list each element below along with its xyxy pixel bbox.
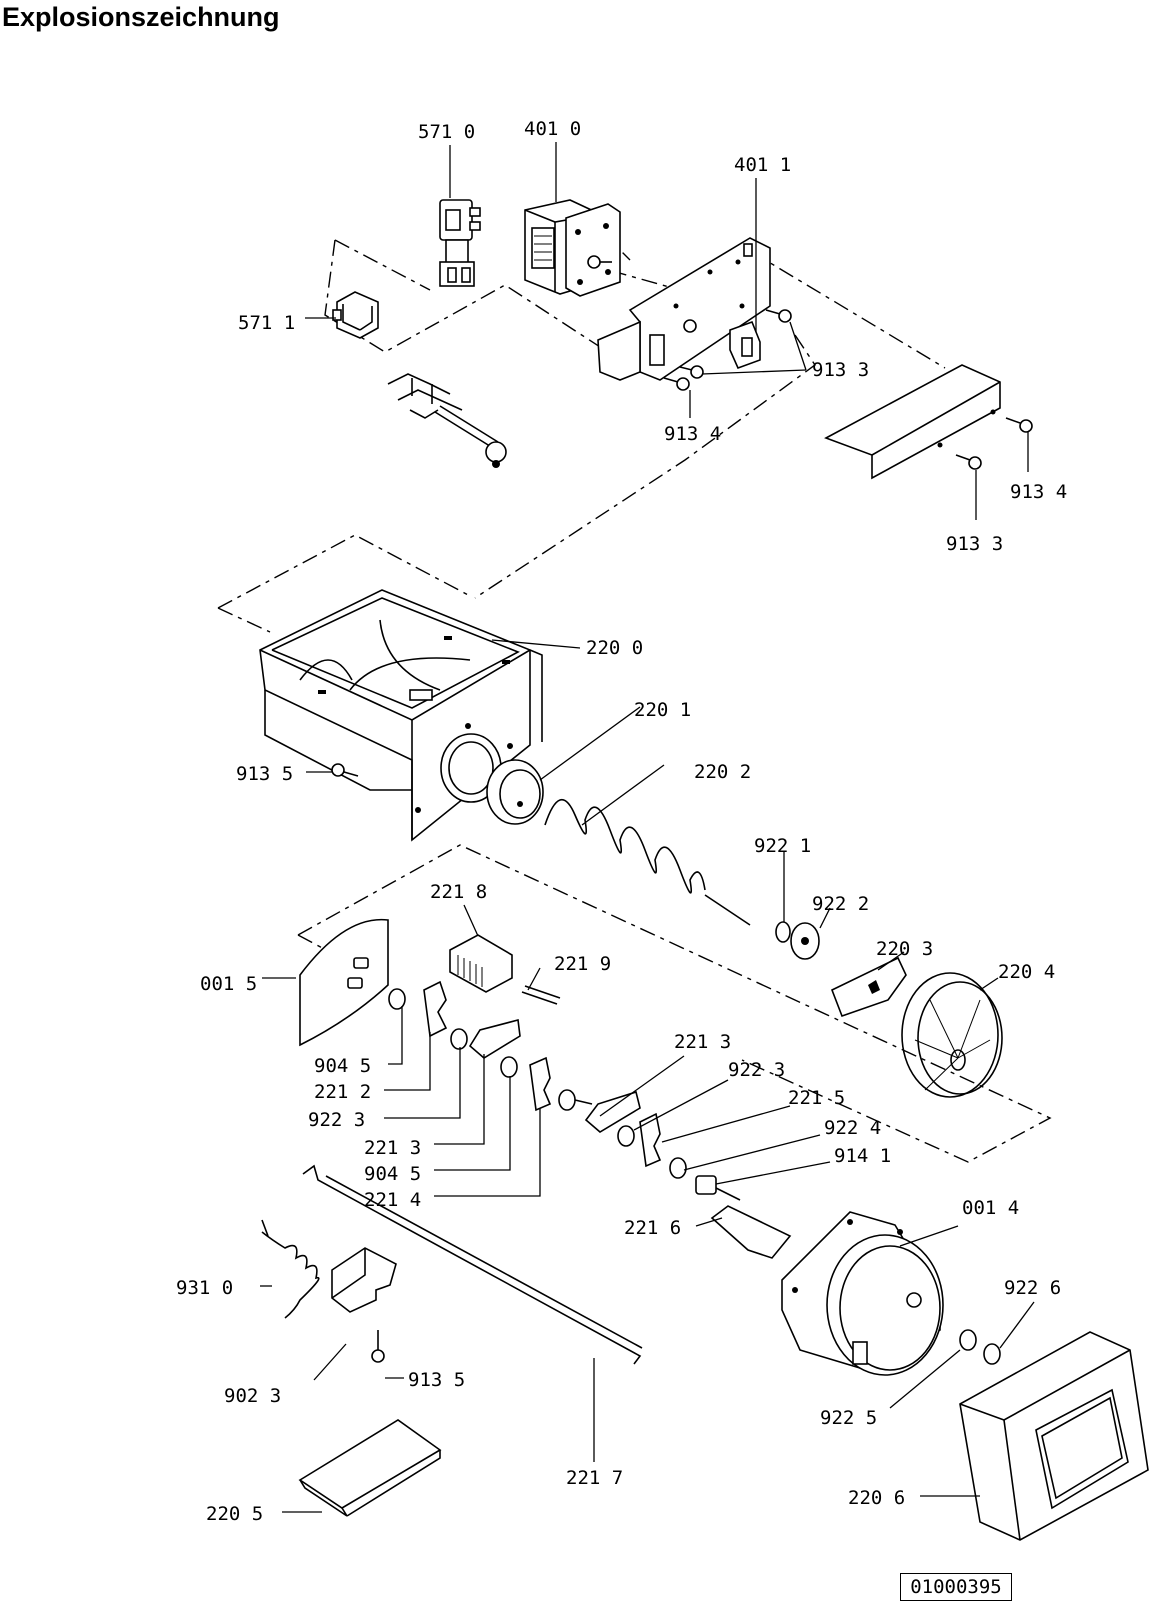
label-2200: 220 0	[586, 637, 643, 659]
label-2204: 220 4	[998, 961, 1055, 983]
damper-blade	[830, 956, 907, 1018]
label-9045-left: 904 5	[364, 1163, 421, 1185]
label-9221: 922 1	[754, 835, 811, 857]
air-damper-flange	[486, 759, 544, 825]
label-5710: 571 0	[418, 121, 475, 143]
label-2205: 220 5	[206, 1503, 263, 1525]
label-5711: 571 1	[238, 312, 295, 334]
label-9023: 902 3	[224, 1385, 281, 1407]
label-9135-bottom: 913 5	[408, 1369, 465, 1391]
sleeve-9045b	[500, 1056, 518, 1078]
lever-2215	[639, 1112, 662, 1168]
burner-hood	[959, 1331, 1149, 1541]
label-9045-top: 904 5	[314, 1055, 371, 1077]
label-9310: 931 0	[176, 1277, 233, 1299]
label-2212: 221 2	[314, 1081, 371, 1103]
valve-bracket	[332, 291, 379, 339]
screw-top-3	[663, 377, 690, 391]
label-9222: 922 2	[812, 893, 869, 915]
washer-2	[790, 922, 820, 960]
label-0015: 001 5	[200, 973, 257, 995]
linkage-rod	[302, 1164, 643, 1365]
connecting-rod	[521, 985, 561, 1005]
label-4010: 401 0	[524, 118, 581, 140]
side-plate	[299, 918, 389, 1047]
label-2217: 221 7	[566, 1467, 623, 1489]
return-spring	[544, 798, 751, 926]
mounting-plate	[597, 237, 771, 381]
label-2201: 220 1	[634, 699, 691, 721]
label-9133-right: 913 3	[946, 533, 1003, 555]
label-9223-left: 922 3	[308, 1109, 365, 1131]
label-2215: 221 5	[788, 1087, 845, 1109]
label-9135-left: 913 5	[236, 763, 293, 785]
tension-spring	[261, 1219, 320, 1319]
sleeve-9045a	[388, 988, 406, 1010]
motor	[524, 199, 621, 297]
lever-2213b	[584, 1090, 641, 1133]
label-9226: 922 6	[1004, 1277, 1061, 1299]
label-2206: 220 6	[848, 1487, 905, 1509]
label-2202: 220 2	[694, 761, 751, 783]
electrode-holder	[387, 373, 507, 468]
sleeve-shaft	[558, 1089, 593, 1111]
screw-top-1	[765, 309, 792, 323]
label-9134-right: 913 4	[1010, 481, 1067, 503]
label-2219: 221 9	[554, 953, 611, 975]
burner-flange	[781, 1211, 944, 1376]
washer-9223b	[617, 1125, 635, 1147]
screw-housing	[331, 763, 359, 777]
label-2213-top: 221 3	[674, 1031, 731, 1053]
washer-9223a	[450, 1028, 468, 1050]
washer-9224	[669, 1157, 687, 1179]
assembly-outline-middle	[297, 844, 1052, 1163]
leader-lines	[260, 142, 1035, 1513]
lever-2212	[423, 980, 448, 1038]
ignition-transformer-block	[449, 934, 513, 993]
label-4011: 401 1	[734, 154, 791, 176]
label-9133-top: 913 3	[812, 359, 869, 381]
nut-9141	[695, 1175, 741, 1201]
drawing-number-box: 01000395	[900, 1573, 1012, 1601]
label-9223-top: 922 3	[728, 1059, 785, 1081]
page-title: Explosionszeichnung	[2, 2, 280, 32]
base-plate	[298, 1419, 442, 1517]
label-9141: 914 1	[834, 1145, 891, 1167]
washer-1	[775, 921, 791, 943]
label-2218: 221 8	[430, 881, 487, 903]
label-9225: 922 5	[820, 1407, 877, 1429]
clip-2216	[710, 1205, 792, 1259]
screw-bracket	[371, 1330, 385, 1363]
washer-9225	[959, 1329, 977, 1351]
housing	[259, 589, 543, 842]
lever-2213a	[468, 1018, 521, 1059]
label-9134-top: 913 4	[664, 423, 721, 445]
label-0014: 001 4	[962, 1197, 1019, 1219]
screw-top-2	[679, 365, 704, 379]
screw-right-2	[955, 454, 982, 470]
label-2214: 221 4	[364, 1189, 421, 1211]
cover-plate	[824, 364, 1001, 480]
screw-right-1	[1005, 417, 1033, 433]
label-2216: 221 6	[624, 1217, 681, 1239]
bracket-9023	[331, 1247, 397, 1313]
lever-2214	[529, 1056, 552, 1112]
solenoid-valve	[439, 199, 481, 287]
fan-wheel	[901, 972, 1003, 1098]
label-9224: 922 4	[824, 1117, 881, 1139]
label-2213-left: 221 3	[364, 1137, 421, 1159]
washer-9226	[983, 1343, 1001, 1365]
label-2203: 220 3	[876, 938, 933, 960]
